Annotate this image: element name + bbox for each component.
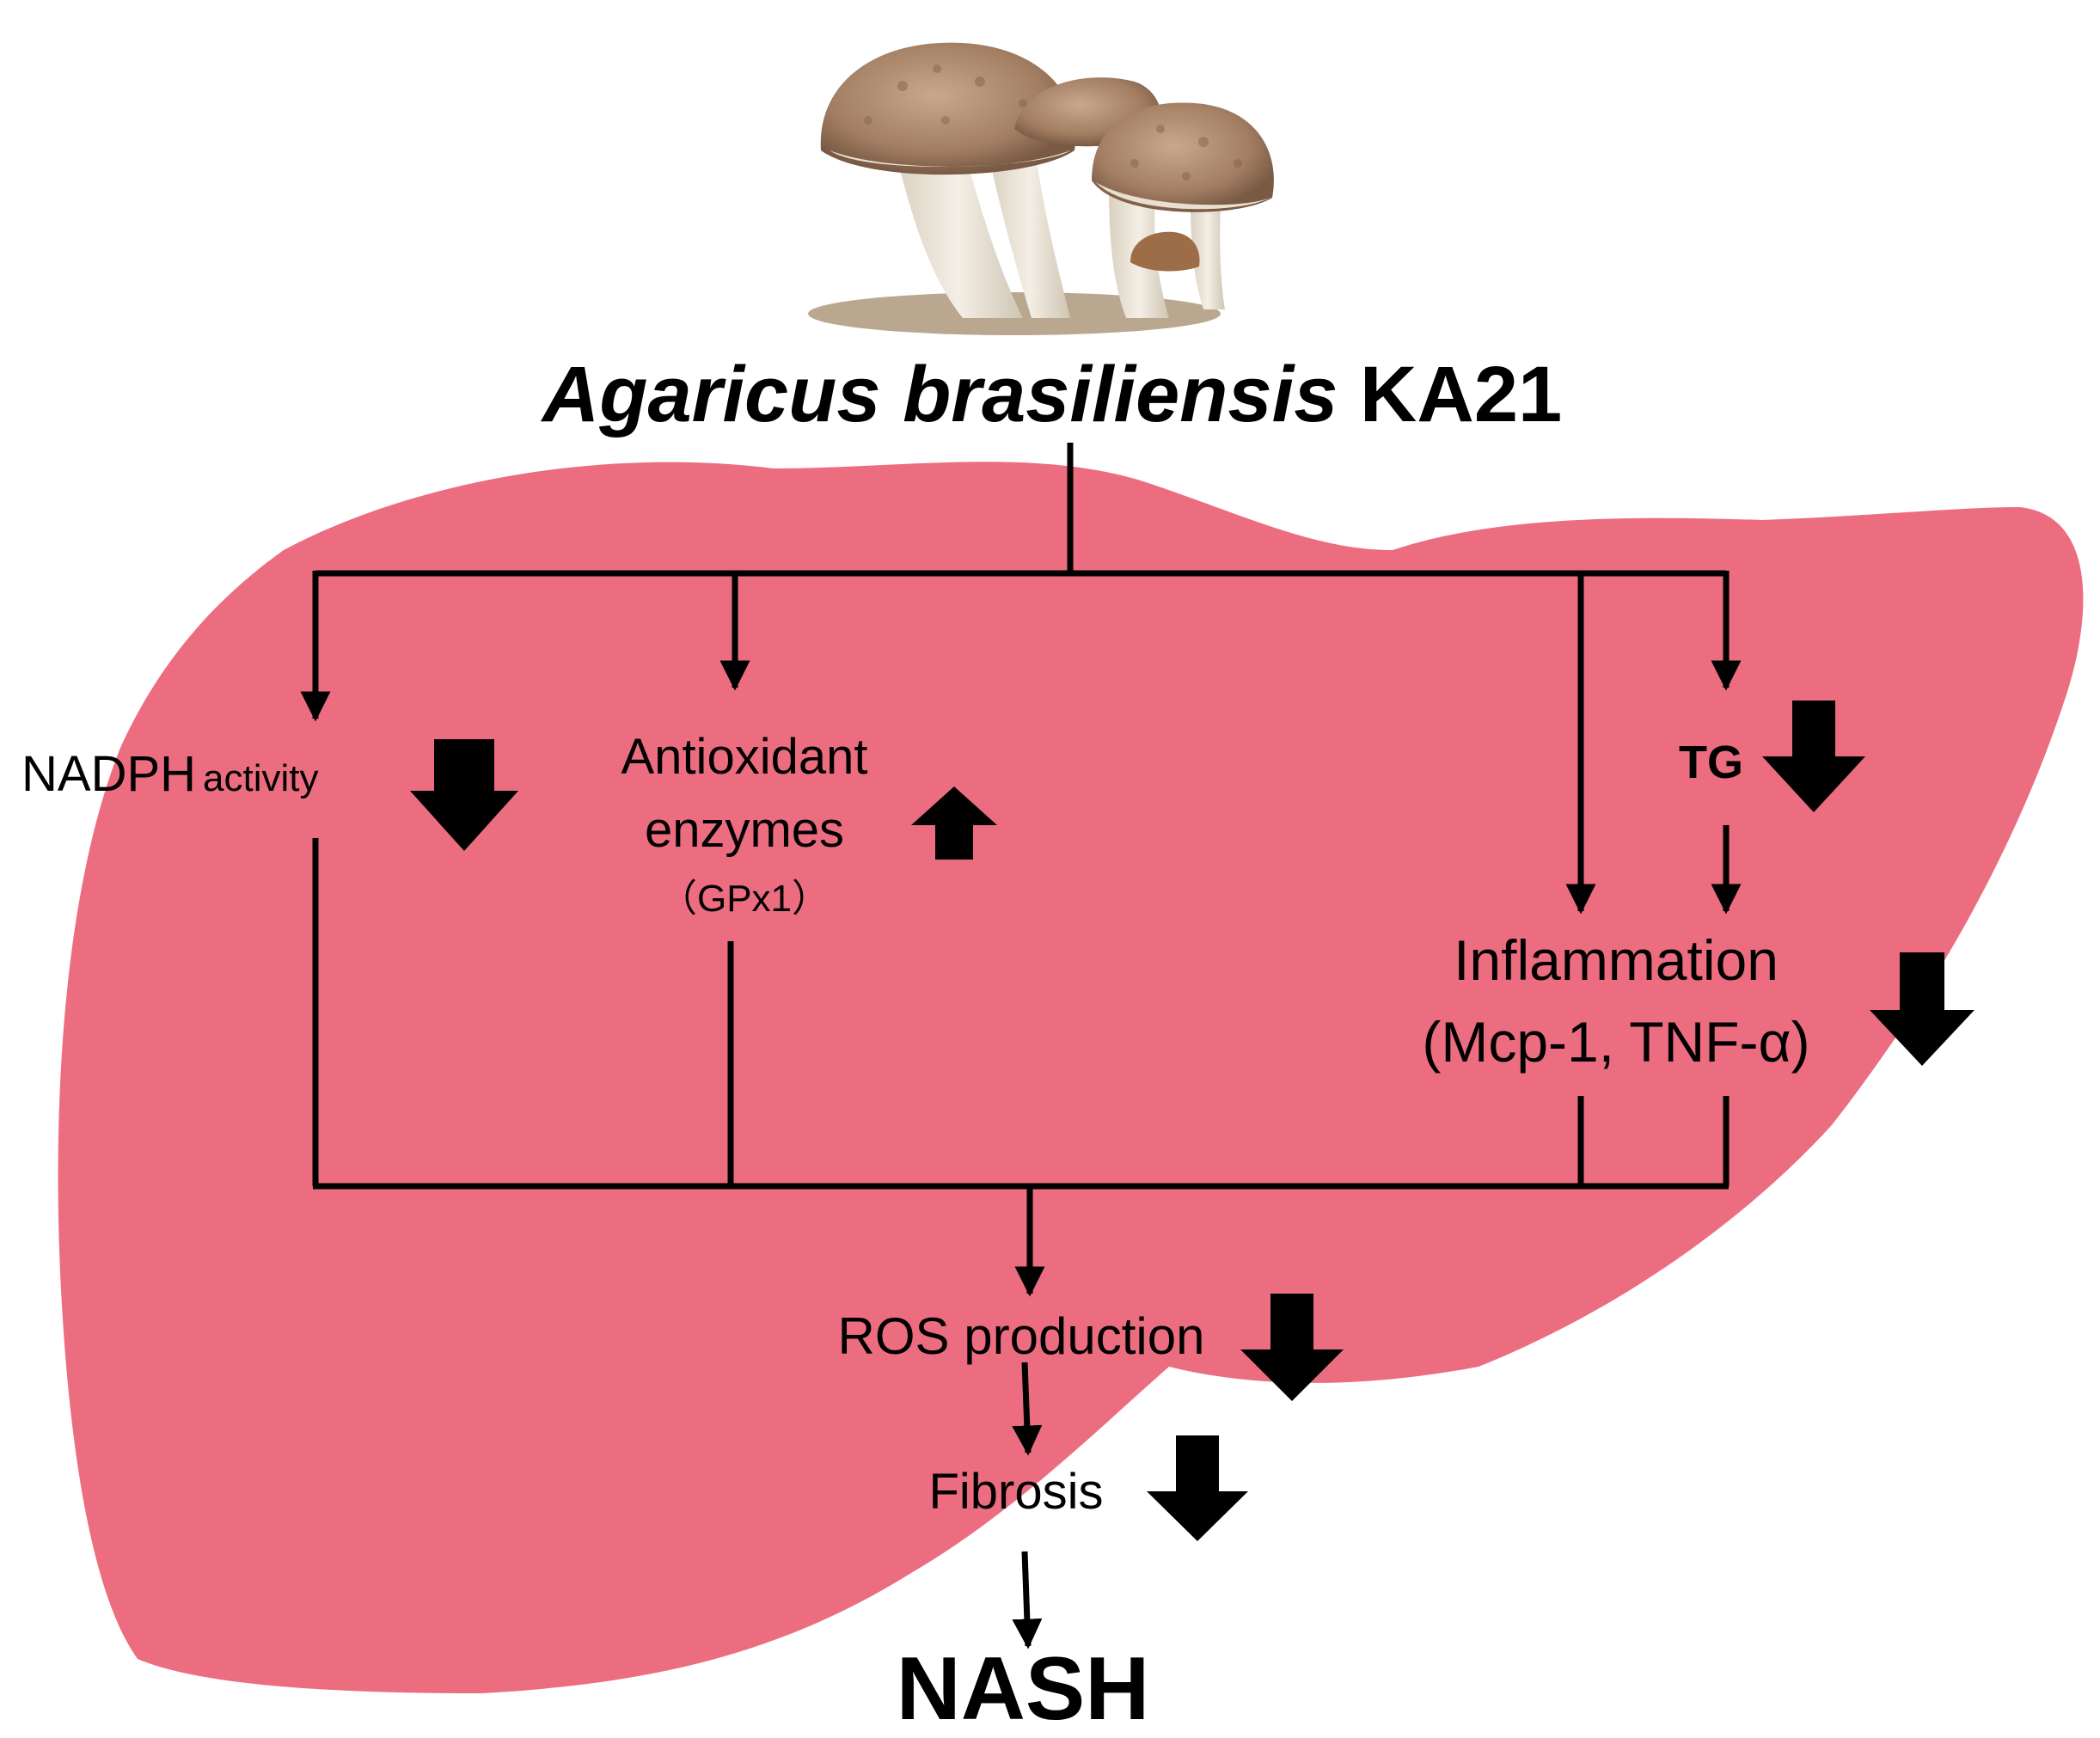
title-species: Agaricus brasiliensis [541,351,1338,438]
ros-trend-down-icon [1240,1294,1344,1401]
mushroom-image [808,42,1274,335]
antioxidant-trend-up-icon [911,786,997,860]
ros-label: ROS production [838,1307,1205,1365]
nadph-sub: activity [203,757,318,799]
nadph-main: NADPH [21,746,196,802]
arrow-ros-to-fibrosis [1012,1362,1043,1456]
nash-label: NASH [897,1639,1150,1738]
antioxidant-line3: （GPx1） [659,878,830,920]
inflammation-trend-down-icon [1870,952,1974,1066]
nadph-trend-down-icon [410,739,518,851]
inflammation-line2: (Mcp-1, TNF-α) [1422,1010,1809,1074]
title: Agaricus brasiliensis KA21 [541,351,1562,438]
pathway-lines [300,443,1742,1649]
liver-silhouette [58,462,2084,1693]
antioxidant-line1: Antioxidant [621,729,868,785]
arrow-fibrosis-to-nash [1012,1551,1043,1649]
fibrosis-label: Fibrosis [928,1464,1103,1520]
inflammation-line1: Inflammation [1454,928,1779,992]
antioxidant-line2: enzymes [645,802,844,858]
tg-trend-down-icon [1762,701,1865,812]
title-strain: KA21 [1338,351,1562,438]
tg-label: TG [1679,737,1743,788]
fibrosis-trend-down-icon [1147,1435,1248,1541]
